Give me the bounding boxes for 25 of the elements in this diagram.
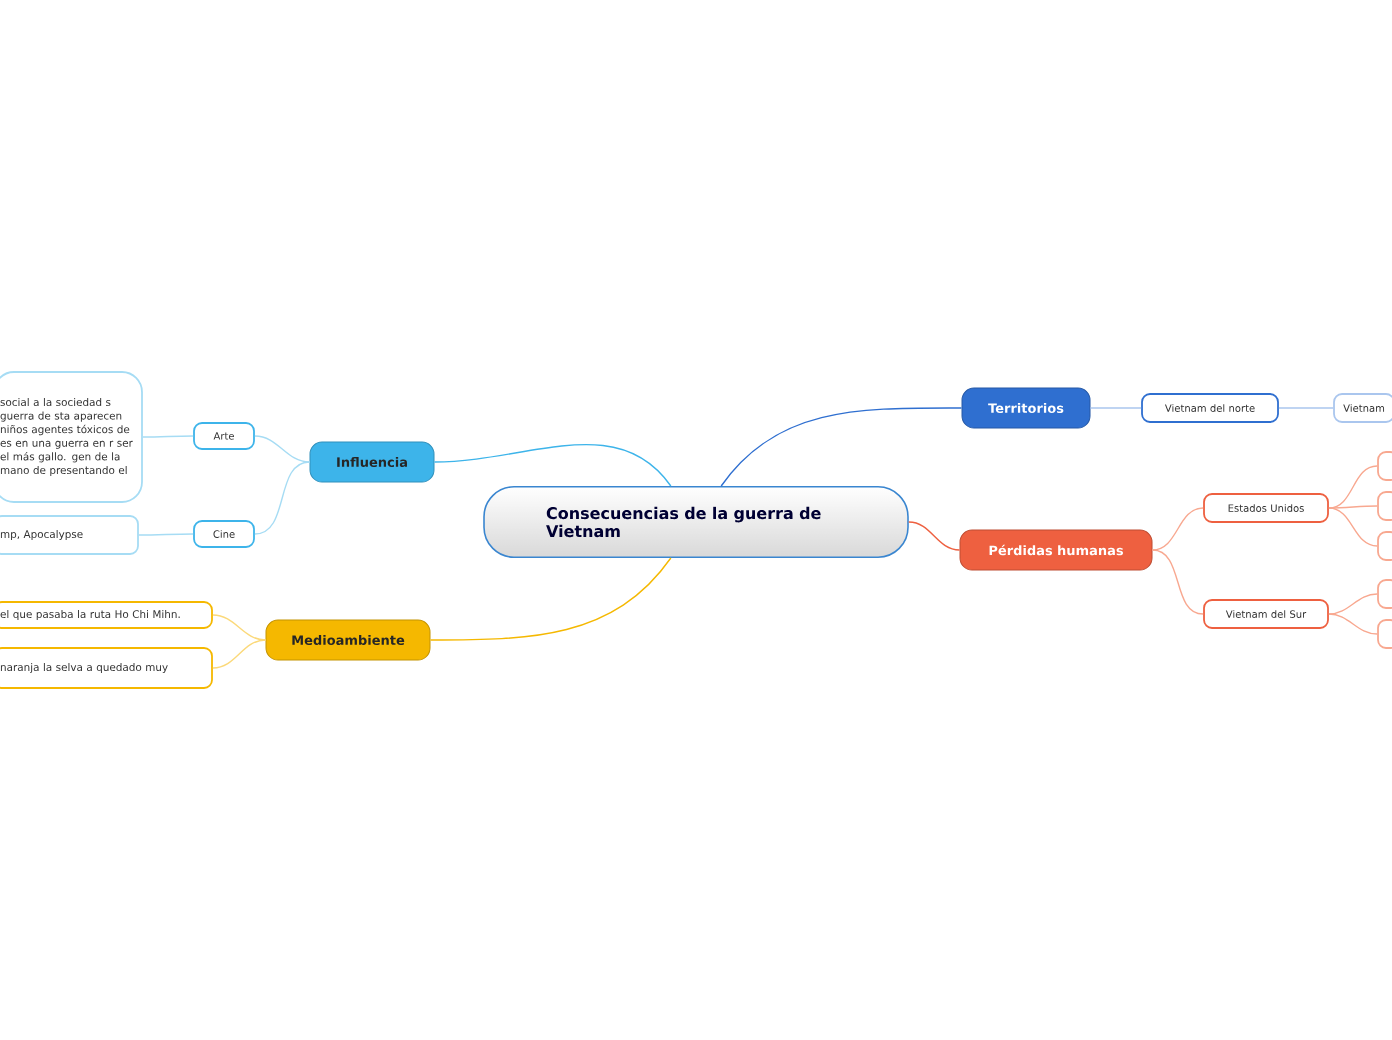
central-topic-box: Consecuencias de la guerra de Vietnam [483, 486, 909, 558]
connector-line [212, 639, 267, 669]
empty-box [1377, 531, 1392, 561]
connector-line [1151, 507, 1204, 551]
connector-line [1151, 549, 1204, 615]
empty-box [1377, 451, 1392, 481]
empty-box [1377, 579, 1392, 609]
connector-line [1089, 407, 1142, 409]
connector-line [254, 435, 311, 463]
connector-line [1328, 593, 1378, 615]
connector-line [1328, 613, 1378, 635]
connector-line [254, 461, 311, 535]
connector-line [1278, 407, 1334, 409]
empty-box [1377, 619, 1392, 649]
connector-line [1328, 465, 1378, 509]
connector-line [429, 557, 672, 641]
connector-line [138, 533, 194, 536]
connector-line [908, 521, 961, 551]
connector-line [433, 443, 672, 487]
connector-line [1328, 507, 1378, 547]
connector-line [720, 407, 963, 487]
connector-line [142, 435, 194, 438]
empty-box [1377, 491, 1392, 521]
connector-line [1328, 505, 1378, 509]
connector-line [212, 614, 267, 641]
